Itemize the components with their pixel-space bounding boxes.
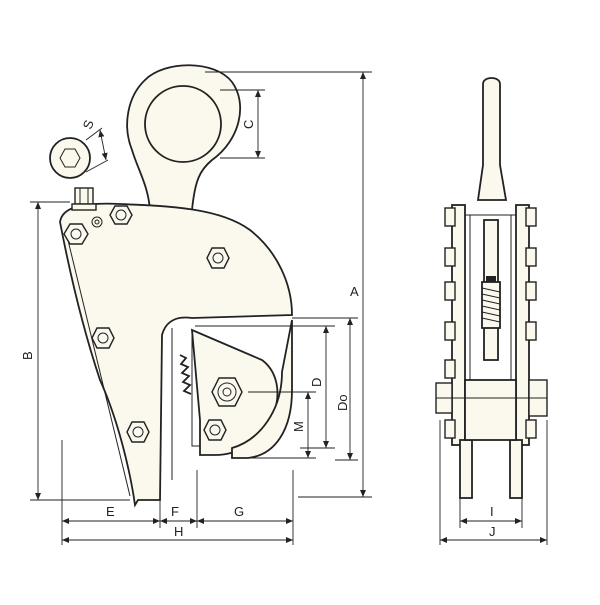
bolt-top-left [63, 223, 89, 245]
label-C: C [241, 120, 256, 129]
label-E: E [106, 504, 115, 519]
bolt-top-small [91, 216, 103, 228]
bolt-lower-right [203, 419, 227, 441]
label-M: M [291, 421, 306, 432]
side-bolts-left [444, 207, 456, 439]
side-bolts-right [525, 207, 537, 439]
label-S: S [80, 118, 97, 132]
front-view [49, 64, 293, 508]
label-J: J [489, 524, 496, 539]
label-H: H [174, 524, 183, 539]
lock-knob [71, 187, 97, 211]
eye-hole [144, 85, 222, 163]
label-F: F [171, 504, 179, 519]
hex-socket-detail [49, 137, 91, 179]
label-D: D [309, 378, 324, 387]
dimension-lines [30, 71, 548, 545]
side-eye-rod [476, 77, 508, 201]
label-Do: Do [335, 394, 350, 411]
cam-pivot-bolt [211, 377, 243, 407]
label-G: G [234, 504, 244, 519]
label-B: B [20, 351, 35, 360]
bolt-upper-right [206, 247, 230, 269]
label-A: A [350, 284, 359, 299]
clamp-body [59, 202, 293, 508]
side-pivot-bolt [435, 379, 548, 417]
lifting-eye [126, 64, 241, 211]
bolt-lower-left [126, 421, 150, 443]
bolt-top-right [109, 205, 133, 225]
bolt-middle-left [91, 327, 115, 349]
dimension-labels: A B C D Do M S E F G H I J [20, 118, 496, 539]
side-view [435, 77, 548, 499]
label-I: I [490, 504, 494, 519]
cam-teeth [179, 354, 192, 395]
spring [481, 276, 501, 329]
lower-plate [231, 319, 293, 459]
